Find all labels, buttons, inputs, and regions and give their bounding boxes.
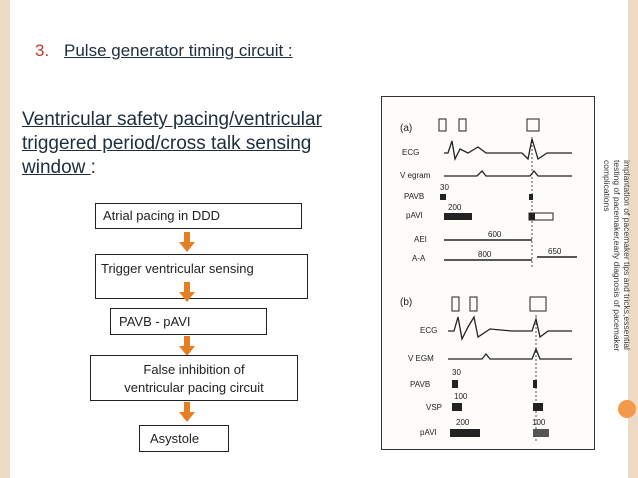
panel-b-label: (b) xyxy=(400,297,412,308)
label-a-aei: AEI xyxy=(414,235,427,244)
heading-line-1: Ventricular safety pacing/ventricular xyxy=(22,109,322,130)
pavi-block-b1 xyxy=(450,429,480,437)
flow-arrow-3-icon xyxy=(179,336,195,356)
pavb-block-a2 xyxy=(529,194,533,200)
pavb-block-a1 xyxy=(440,194,446,200)
pacemaker-timing-figure: (a) ECG V egram PAVB pAVI AEI A-A 30 200… xyxy=(381,96,595,450)
label-b-ecg: ECG xyxy=(420,326,437,335)
orange-circle-decoration xyxy=(618,400,636,418)
flow-arrow-1-icon xyxy=(179,232,195,252)
panel-a-row-labels: ECG V egram PAVB pAVI AEI A-A xyxy=(400,148,431,263)
panel-b-traces xyxy=(448,315,572,442)
num-b-100-second: 100 xyxy=(532,418,546,427)
flow-step4-line1: False inhibition of xyxy=(143,362,245,377)
timing-diagram-image: (a) ECG V egram PAVB pAVI AEI A-A 30 200… xyxy=(400,118,577,442)
num-a-650: 650 xyxy=(548,247,562,256)
num-a-800: 800 xyxy=(478,250,492,259)
flow-step-atrial-pacing: Atrial pacing in DDD xyxy=(95,203,302,229)
pavi-block-a1 xyxy=(444,213,472,220)
label-b-vegm: V EGM xyxy=(408,354,434,363)
label-b-pavi: pAVI xyxy=(420,428,437,437)
section-heading: Ventricular safety pacing/ventricular tr… xyxy=(22,108,367,180)
pavb-block-b2 xyxy=(533,380,537,388)
left-decorative-bar xyxy=(0,0,10,478)
pavb-block-b1 xyxy=(452,380,458,388)
side-reference-note: implantation of pacemaker tips and trick… xyxy=(580,160,632,370)
flow-step-pavb: PAVB - pAVI xyxy=(110,308,267,335)
panel-b-row-labels: ECG V EGM PAVB VSP pAVI xyxy=(408,326,442,437)
flow-arrow-4-icon xyxy=(179,402,195,422)
flow-step-asystole: Asystole xyxy=(139,425,229,452)
pavi-block-b2 xyxy=(533,429,549,437)
panel-a-label: (a) xyxy=(400,123,412,134)
label-a-pavi: pAVI xyxy=(406,211,423,220)
label-a-vegram: V egram xyxy=(400,171,431,180)
side-reference-text: implantation of pacemaker tips and trick… xyxy=(602,160,632,352)
num-b-100: 100 xyxy=(454,392,468,401)
num-a-600: 600 xyxy=(488,230,502,239)
label-a-pavb: PAVB xyxy=(404,192,424,201)
flow-step4-line2: ventricular pacing circuit xyxy=(124,380,264,395)
num-a-200: 200 xyxy=(448,203,462,212)
slide-item-number: 3. xyxy=(35,41,50,60)
panel-a-markers-icon xyxy=(438,118,540,132)
slide-title: Pulse generator timing circuit : xyxy=(64,41,293,60)
num-a-30: 30 xyxy=(440,183,449,192)
flow-step-trigger-sensing: Trigger ventricular sensing xyxy=(95,254,308,299)
flow-step-false-inhibition: False inhibition of ventricular pacing c… xyxy=(90,355,298,401)
panel-b-markers-icon xyxy=(451,296,547,312)
label-a-ecg: ECG xyxy=(402,148,419,157)
vsp-block-b2 xyxy=(533,403,543,411)
label-b-pavb: PAVB xyxy=(410,380,430,389)
panel-a-traces xyxy=(444,137,572,267)
heading-line-3: window xyxy=(22,157,91,178)
pavi-block-a3 xyxy=(529,213,535,220)
heading-line-2: triggered period/cross talk sensing xyxy=(22,133,312,154)
heading-colon: : xyxy=(90,157,96,178)
label-a-aa: A-A xyxy=(412,254,426,263)
flow-arrow-2-icon xyxy=(179,282,195,302)
label-b-vsp: VSP xyxy=(426,403,442,412)
num-b-30: 30 xyxy=(452,368,461,377)
right-decorative-bar xyxy=(628,0,638,478)
vsp-block-b1 xyxy=(452,403,462,411)
num-b-200: 200 xyxy=(456,418,470,427)
